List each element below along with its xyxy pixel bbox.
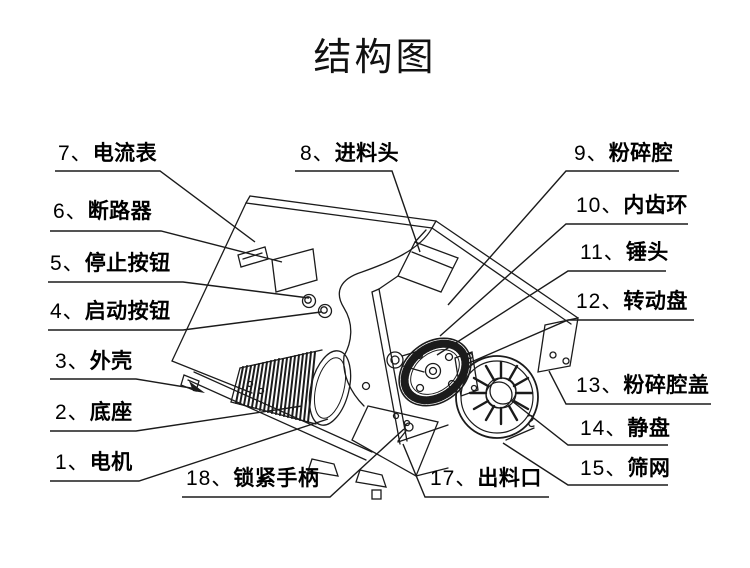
leader-screen xyxy=(502,442,668,486)
leader-gear-ring xyxy=(439,223,688,337)
ammeter-needle xyxy=(242,252,263,260)
leader-hammer xyxy=(436,270,666,356)
label-motor: 1、电机 xyxy=(55,451,133,474)
leader-breaker xyxy=(50,230,283,263)
label-crushing-chamber: 9、粉碎腔 xyxy=(574,142,674,165)
leader-chamber-cover xyxy=(548,370,711,405)
page-title: 结构图 xyxy=(313,37,437,79)
leader-stop-button xyxy=(48,281,310,299)
label-chamber-cover: 13、粉碎腔盖 xyxy=(576,374,710,397)
label-screen-mesh: 15、筛网 xyxy=(580,457,671,480)
label-hammer: 11、锤头 xyxy=(580,241,669,264)
leader-discharge xyxy=(402,443,549,498)
leader-static-disc xyxy=(511,400,668,446)
label-rotating-disc: 12、转动盘 xyxy=(576,290,688,313)
arrowhead xyxy=(189,381,205,393)
leader-ammeter xyxy=(55,170,256,243)
chamber-housing xyxy=(397,220,579,443)
label-circuit-breaker: 6、断路器 xyxy=(53,200,153,223)
label-locking-handle: 18、锁紧手柄 xyxy=(186,467,320,490)
label-inner-gear-ring: 10、内齿环 xyxy=(576,194,688,217)
gear-ring-hatch xyxy=(400,339,470,405)
breaker-window xyxy=(271,248,318,293)
label-static-disc: 14、静盘 xyxy=(580,417,671,440)
stop-button-shape xyxy=(301,293,317,309)
leader-shell xyxy=(50,378,198,390)
cover-disc xyxy=(455,355,539,439)
label-stop-button: 5、停止按钮 xyxy=(50,252,171,275)
foot xyxy=(307,458,339,477)
label-feed-head: 8、进料头 xyxy=(300,142,400,165)
label-base: 2、底座 xyxy=(55,401,133,424)
leader-start-button xyxy=(48,311,322,331)
foot xyxy=(355,469,387,488)
locking-handle-bolt xyxy=(404,422,414,432)
control-panel xyxy=(237,246,333,319)
leader-lines xyxy=(48,170,711,498)
label-ammeter: 7、电流表 xyxy=(58,142,158,165)
motor-end-cap xyxy=(308,350,352,426)
leader-motor xyxy=(50,418,329,482)
leader-feed-head xyxy=(295,170,421,253)
label-discharge-outlet: 17、出料口 xyxy=(430,467,542,490)
leader-base xyxy=(50,405,303,432)
chamber-cover-flange xyxy=(537,317,579,373)
leader-rotating-disc xyxy=(461,319,694,367)
label-shell: 3、外壳 xyxy=(55,350,133,373)
shell-outline xyxy=(171,195,437,407)
screen-vanes xyxy=(468,360,534,426)
start-button-shape xyxy=(317,303,333,319)
small-square-marker xyxy=(371,489,382,500)
base xyxy=(180,371,411,488)
compartment-wall xyxy=(361,288,408,445)
shaft-bracket xyxy=(386,349,425,373)
leader-chamber xyxy=(447,170,679,306)
label-start-button: 4、启动按钮 xyxy=(50,300,171,323)
feed-head xyxy=(378,229,459,293)
leader-locking-handle xyxy=(182,428,405,498)
